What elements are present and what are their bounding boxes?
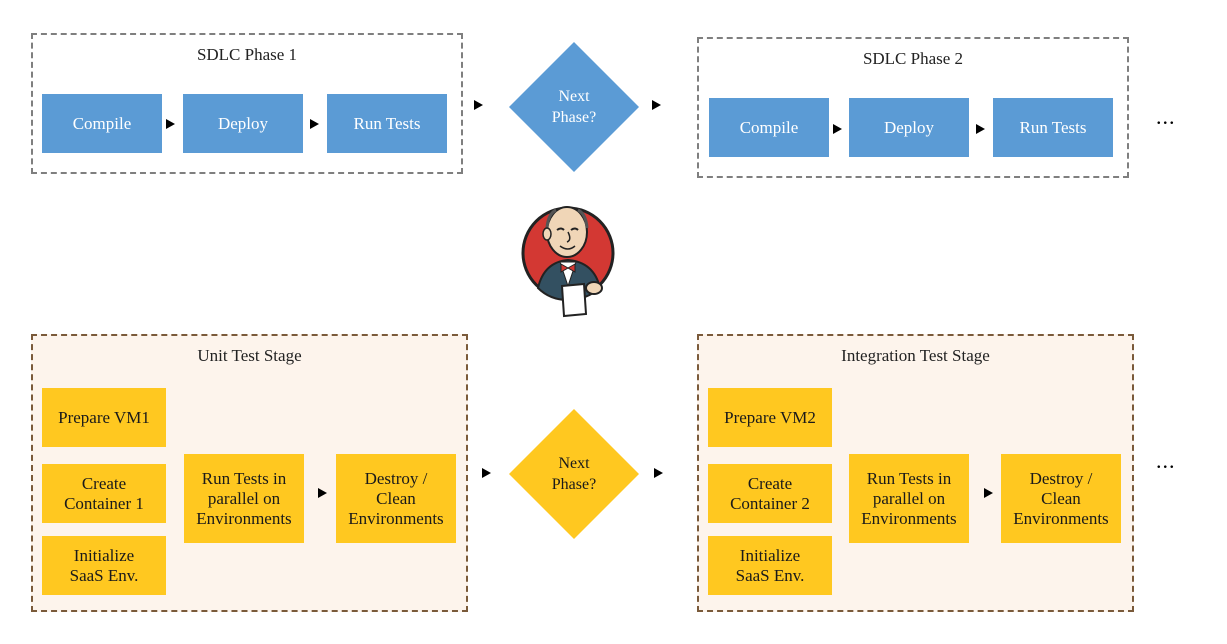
integration-test-stage-title: Integration Test Stage	[841, 346, 990, 365]
arrow-icon	[310, 119, 319, 129]
phase-2-compile-step: Compile	[709, 98, 829, 157]
sdlc-phase-2-title: SDLC Phase 2	[862, 49, 964, 68]
arrow-icon	[833, 124, 842, 134]
unit-create-container-step: Create Container 1	[42, 464, 166, 523]
arrow-icon	[474, 100, 483, 110]
continuation-ellipsis: ...	[1156, 104, 1176, 129]
arrow-icon	[482, 468, 491, 478]
next-phase-decision-label: Next Phase?	[551, 88, 597, 126]
phase-2-run-tests-step: Run Tests	[993, 98, 1113, 157]
next-phase-decision-diamond	[509, 409, 639, 539]
sdlc-phase-1-title: SDLC Phase 1	[196, 45, 298, 64]
unit-test-stage-title: Unit Test Stage	[197, 346, 302, 365]
arrow-icon	[654, 468, 663, 478]
integration-run-tests-step: Run Tests in parallel on Environments	[849, 454, 969, 543]
integration-create-container-step: Create Container 2	[708, 464, 832, 523]
unit-run-tests-step: Run Tests in parallel on Environments	[184, 454, 304, 543]
arrow-icon	[318, 488, 327, 498]
arrow-icon	[976, 124, 985, 134]
unit-destroy-step: Destroy / Clean Environments	[336, 454, 456, 543]
arrow-icon	[984, 488, 993, 498]
integration-initialize-saas-step: Initialize SaaS Env.	[708, 536, 832, 595]
next-phase-decision-diamond	[509, 42, 639, 172]
jenkins-butler-logo-icon	[521, 206, 615, 318]
integration-prepare-vm-step: Prepare VM2	[708, 388, 832, 447]
unit-initialize-saas-step: Initialize SaaS Env.	[42, 536, 166, 595]
arrow-icon	[652, 100, 661, 110]
phase-1-run-tests-step: Run Tests	[327, 94, 447, 153]
phase-1-deploy-step: Deploy	[183, 94, 303, 153]
integration-destroy-step: Destroy / Clean Environments	[1001, 454, 1121, 543]
phase-2-deploy-step: Deploy	[849, 98, 969, 157]
unit-prepare-vm-step: Prepare VM1	[42, 388, 166, 447]
arrow-icon	[166, 119, 175, 129]
continuation-ellipsis: ...	[1156, 448, 1176, 473]
phase-1-compile-step: Compile	[42, 94, 162, 153]
next-phase-decision-label: Next Phase?	[551, 455, 597, 493]
